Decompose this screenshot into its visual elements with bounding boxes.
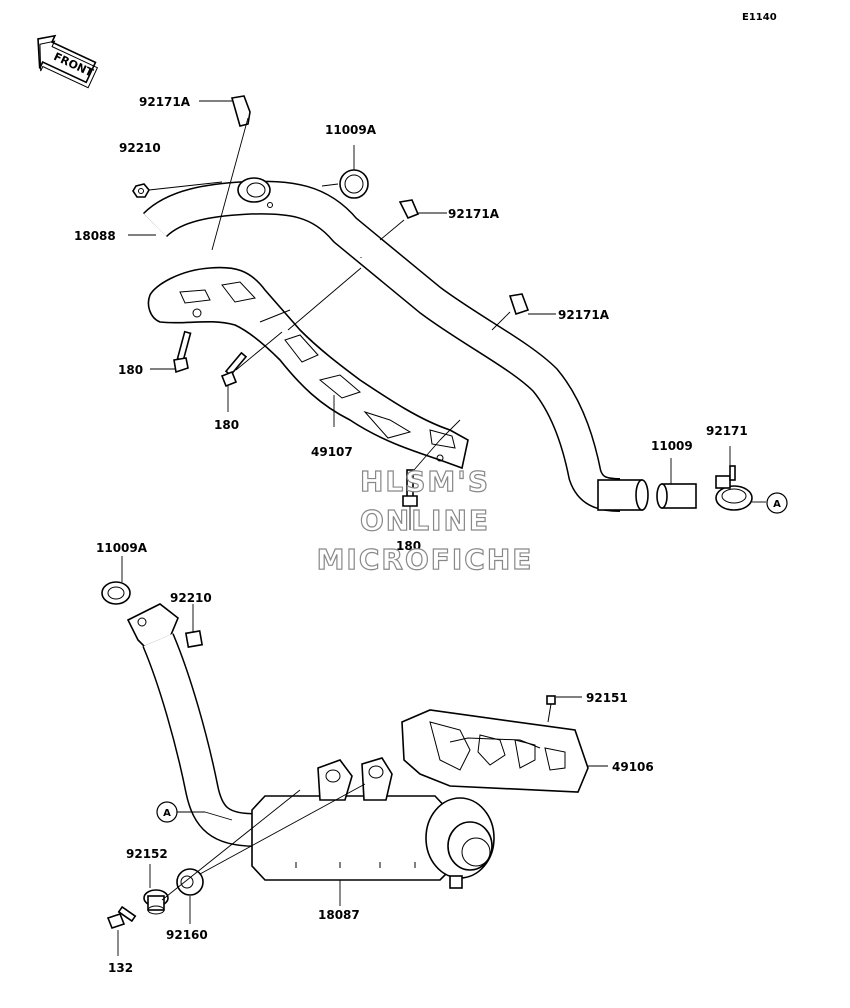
label-92171a-top: 92171A	[139, 95, 191, 109]
reference-marker-a-lower: A	[156, 801, 178, 823]
label-92160: 92160	[166, 928, 208, 942]
gasket-11009a-upper	[339, 169, 369, 199]
svg-text:A: A	[163, 808, 171, 819]
label-92171a-right: 92171A	[558, 308, 610, 322]
grommet-92160	[176, 868, 204, 896]
nut-92210-upper	[132, 183, 150, 198]
watermark-line-3: MICROFICHE	[317, 543, 534, 576]
clip-92171a-mid	[398, 199, 420, 220]
bolt-180-mid	[220, 351, 248, 388]
clip-92171a-right	[508, 293, 530, 316]
muffler-pipe	[126, 603, 256, 847]
label-92210-upper: 92210	[119, 141, 161, 155]
reference-marker-a-upper: A	[766, 492, 788, 514]
label-180-left: 180	[118, 363, 143, 377]
gasket-11009a-lower	[101, 581, 131, 605]
heat-guard-49106	[401, 709, 589, 793]
nut-92210-lower	[184, 629, 204, 649]
watermark-line-1: HLSM'S	[360, 465, 490, 498]
bolt-92151	[546, 695, 556, 723]
label-132: 132	[108, 961, 133, 975]
bolt-180-left	[173, 330, 192, 374]
front-arrow-icon: FRONT	[37, 34, 99, 89]
leader-lines-lower	[117, 556, 608, 956]
label-49107: 49107	[311, 445, 353, 459]
bolt-132	[106, 905, 137, 929]
bolt-180-lower	[402, 469, 418, 507]
leader-lines-upper	[128, 100, 766, 530]
label-11009a-lower: 11009A	[96, 541, 148, 555]
label-180-lower: 180	[396, 539, 421, 553]
clamp-92171	[715, 465, 753, 511]
label-92152: 92152	[126, 847, 168, 861]
svg-text:A: A	[773, 499, 781, 510]
collar-92152	[143, 889, 169, 915]
exhaust-pipe-18088	[142, 177, 649, 512]
label-11009a-upper: 11009A	[325, 123, 377, 137]
label-180-mid: 180	[214, 418, 239, 432]
gasket-11009	[656, 483, 697, 509]
label-18088: 18088	[74, 229, 116, 243]
label-49106: 49106	[612, 760, 654, 774]
diagram-code: E1140	[742, 12, 777, 23]
label-92151: 92151	[586, 691, 628, 705]
label-11009: 11009	[651, 439, 693, 453]
label-92171: 92171	[706, 424, 748, 438]
silencer-18087	[251, 757, 495, 889]
clip-92171a-top	[230, 95, 251, 127]
label-92171a-mid: 92171A	[448, 207, 500, 221]
watermark-line-2: ONLINE	[360, 504, 490, 537]
label-18087: 18087	[318, 908, 360, 922]
label-92210-lower: 92210	[170, 591, 212, 605]
